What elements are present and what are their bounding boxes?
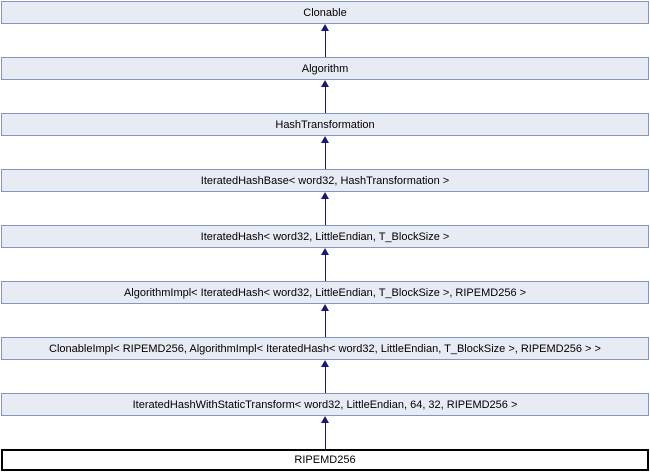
inheritance-arrow-line xyxy=(325,422,326,449)
inheritance-arrow-line xyxy=(325,254,326,281)
up-arrow-icon xyxy=(321,192,329,199)
up-arrow-icon xyxy=(321,136,329,143)
class-node-clonableimpl[interactable]: ClonableImpl< RIPEMD256, AlgorithmImpl< … xyxy=(1,337,649,360)
class-node-ripemd256: RIPEMD256 xyxy=(1,449,649,471)
inheritance-arrow-line xyxy=(325,310,326,337)
class-node-iteratedhash[interactable]: IteratedHash< word32, LittleEndian, T_Bl… xyxy=(1,225,649,248)
up-arrow-icon xyxy=(321,360,329,367)
inheritance-arrow-line xyxy=(325,86,326,113)
class-node-algorithm[interactable]: Algorithm xyxy=(1,57,649,80)
up-arrow-icon xyxy=(321,416,329,423)
inheritance-arrow-line xyxy=(325,366,326,393)
up-arrow-icon xyxy=(321,304,329,311)
up-arrow-icon xyxy=(321,80,329,87)
class-node-algorithmimpl[interactable]: AlgorithmImpl< IteratedHash< word32, Lit… xyxy=(1,281,649,304)
class-node-iteratedhashwithstatictransform[interactable]: IteratedHashWithStaticTransform< word32,… xyxy=(1,393,649,416)
class-node-clonable[interactable]: Clonable xyxy=(1,1,649,24)
inheritance-arrow-line xyxy=(325,142,326,169)
class-node-iteratedhashbase[interactable]: IteratedHashBase< word32, HashTransforma… xyxy=(1,169,649,192)
up-arrow-icon xyxy=(321,24,329,31)
inheritance-arrow-line xyxy=(325,198,326,225)
inheritance-arrow-line xyxy=(325,30,326,57)
class-node-hashtransformation[interactable]: HashTransformation xyxy=(1,113,649,136)
up-arrow-icon xyxy=(321,248,329,255)
